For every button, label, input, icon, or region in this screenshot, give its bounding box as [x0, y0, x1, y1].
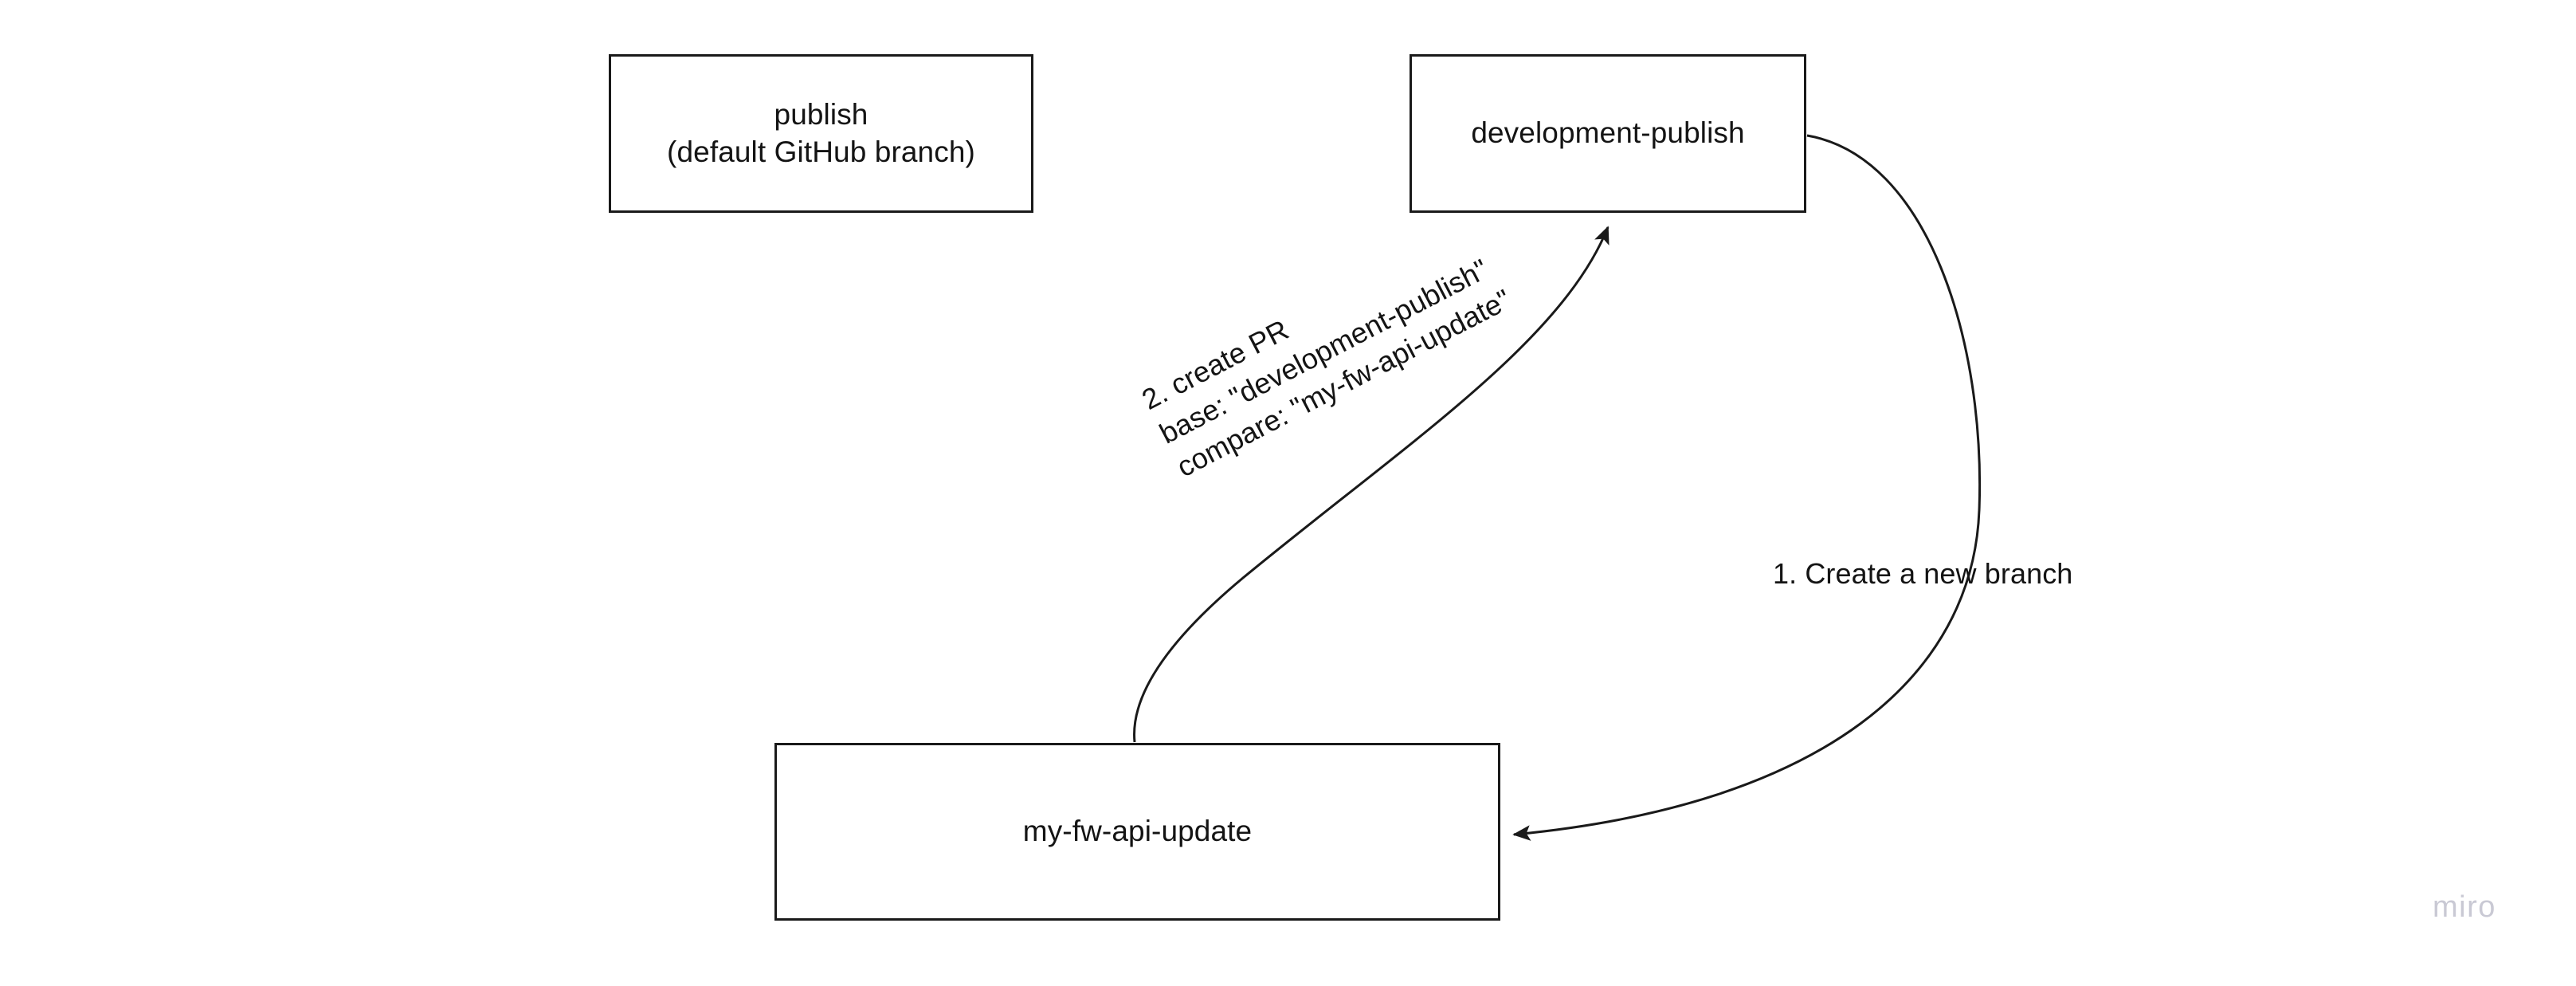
edge-label-create-pr: 2. create PR base: "development-publish"…	[1136, 252, 1516, 484]
node-publish[interactable]: publish (default GitHub branch)	[609, 54, 1033, 213]
node-development-publish-label: development-publish	[1471, 116, 1745, 150]
node-my-fw-api-update[interactable]: my-fw-api-update	[774, 743, 1500, 921]
edge-label-create-branch: 1. Create a new branch	[1773, 557, 2073, 590]
node-my-fw-api-update-label: my-fw-api-update	[1022, 815, 1253, 848]
miro-watermark: miro	[2433, 890, 2496, 924]
node-development-publish[interactable]: development-publish	[1410, 54, 1806, 213]
node-publish-label: publish (default GitHub branch)	[667, 97, 975, 168]
edge-path-create-branch	[1512, 134, 1982, 841]
